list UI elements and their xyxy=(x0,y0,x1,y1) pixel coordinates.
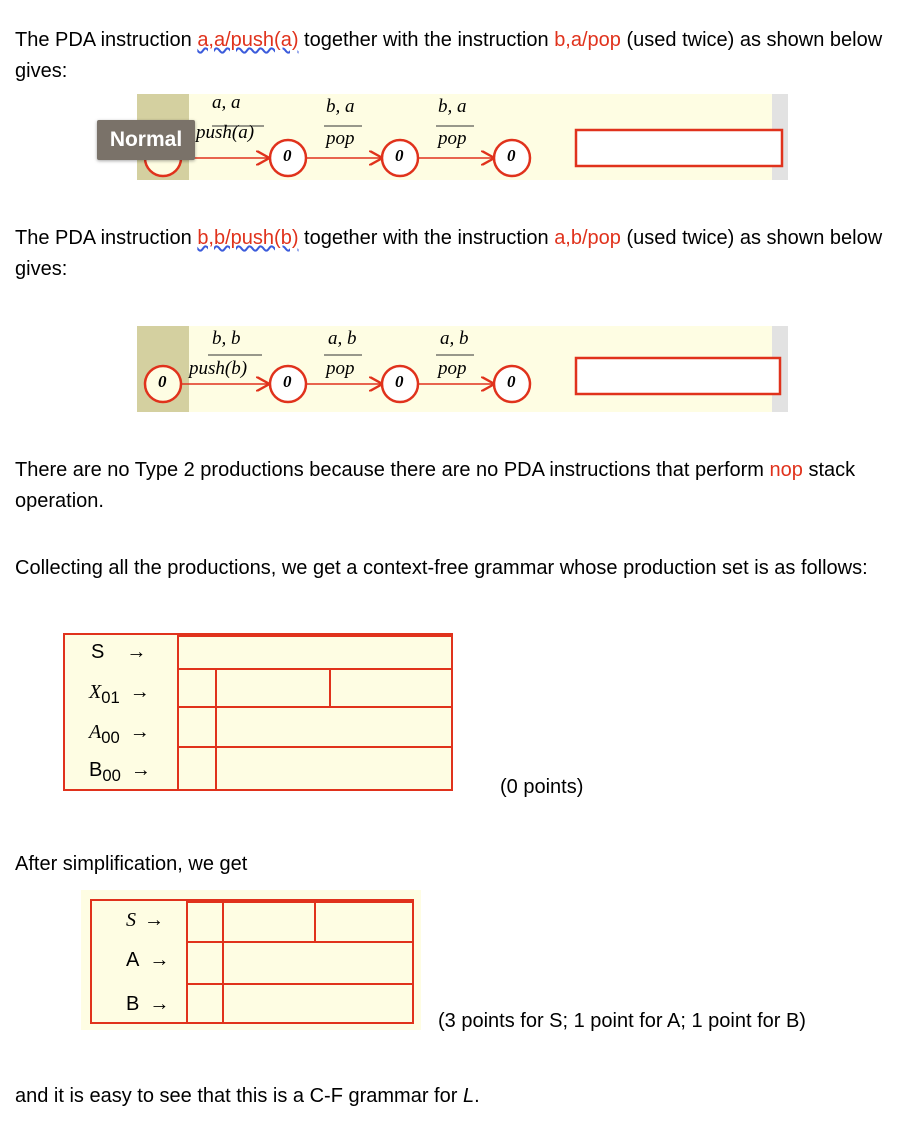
state-label: 0 xyxy=(395,146,404,165)
answer-box[interactable] xyxy=(574,128,784,168)
pda-diagram-1: a, a push(a) b, a pop b, a pop 0 0 0 xyxy=(0,90,904,190)
instruction-pop-a: b,a/pop xyxy=(554,29,621,51)
state-label: 0 xyxy=(283,146,292,165)
answer-cell[interactable] xyxy=(177,668,217,708)
state-circle xyxy=(492,364,532,404)
diagram-svg xyxy=(143,125,784,178)
answer-cell[interactable] xyxy=(329,668,453,708)
lhs-S: S→ xyxy=(126,909,164,931)
answer-cell[interactable] xyxy=(215,746,453,791)
answer-cell[interactable] xyxy=(314,901,414,943)
lhs-A00: A00→ xyxy=(89,721,150,747)
lhs-X01: X01→ xyxy=(89,681,150,707)
lhs-S: S→ xyxy=(91,641,147,663)
paragraph-pda-b: The PDA instruction b,b/push(b) together… xyxy=(15,227,883,280)
state-label: 0 xyxy=(283,372,292,391)
paragraph-no-type2: There are no Type 2 productions because … xyxy=(15,459,856,512)
nop-operation: nop xyxy=(769,459,803,481)
state-label: 0 xyxy=(395,372,404,391)
state-label: 0 xyxy=(507,372,516,391)
paragraph-pda-a: The PDA instruction a,a/push(a) together… xyxy=(15,29,883,82)
diagram-svg xyxy=(143,354,782,404)
answer-cell[interactable] xyxy=(222,983,414,1024)
points-note-2: (3 points for S; 1 point for A; 1 point … xyxy=(438,1010,806,1032)
points-note-1: (0 points) xyxy=(500,776,584,798)
paragraph-conclusion: and it is easy to see that this is a C-F… xyxy=(15,1085,480,1107)
answer-cell[interactable] xyxy=(177,706,217,748)
instruction-pop-b: a,b/pop xyxy=(554,227,621,249)
answer-cell[interactable] xyxy=(186,941,224,985)
state-label: 0 xyxy=(507,146,516,165)
paragraph-after-simplification: After simplification, we get xyxy=(15,853,248,875)
pda-diagram-2: b, b push(b) a, b pop a, b pop 0 0 0 0 xyxy=(0,322,904,422)
lhs-B00: B00→ xyxy=(89,759,151,785)
answer-cell[interactable] xyxy=(177,746,217,791)
paragraph-collecting: Collecting all the productions, we get a… xyxy=(15,557,868,579)
state-circle xyxy=(492,138,532,178)
answer-cell[interactable] xyxy=(222,901,316,943)
instruction-push-a: a,a/push(a) xyxy=(197,29,299,51)
answer-cell[interactable] xyxy=(215,668,331,708)
instruction-push-b: b,b/push(b) xyxy=(197,227,299,249)
production-set-table: S→ X01→ A00→ B00→ xyxy=(63,633,453,791)
lhs-B: B→ xyxy=(126,993,170,1015)
answer-cell[interactable] xyxy=(186,901,224,943)
state-label: 0 xyxy=(158,372,167,391)
normal-style-badge[interactable]: Normal xyxy=(97,120,195,160)
simplified-grammar-table: S→ A→ B→ xyxy=(90,899,414,1024)
answer-cell[interactable] xyxy=(177,635,453,670)
lhs-A: A→ xyxy=(126,949,170,971)
answer-box[interactable] xyxy=(574,356,782,396)
answer-cell[interactable] xyxy=(186,983,224,1024)
answer-cell[interactable] xyxy=(215,706,453,748)
answer-cell[interactable] xyxy=(222,941,414,985)
